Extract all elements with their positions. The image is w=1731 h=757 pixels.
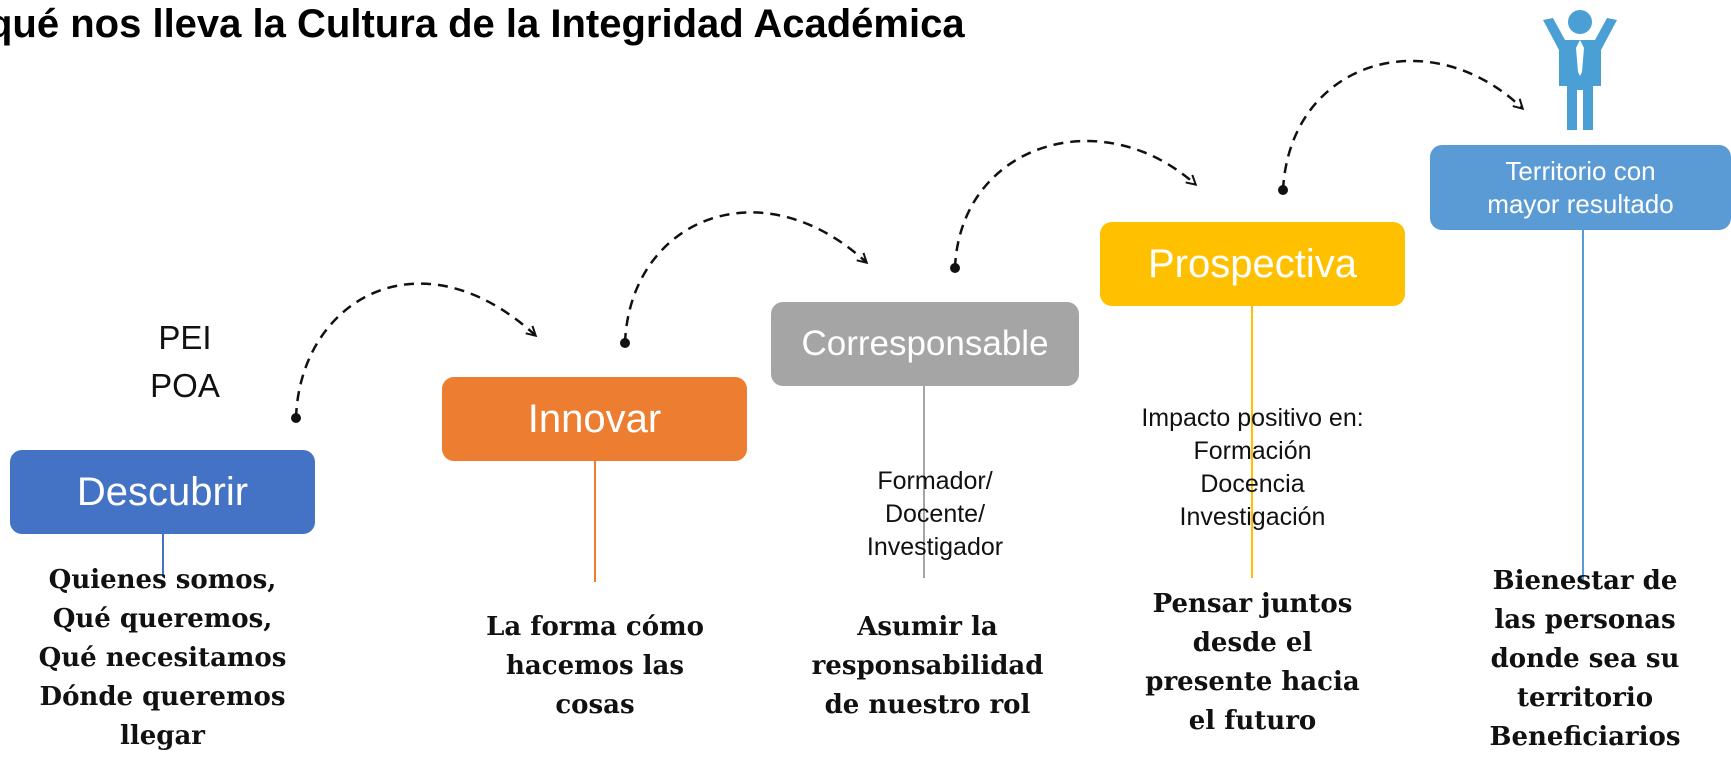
stage-connector-line (162, 532, 164, 577)
stage-box-descubrir: Descubrir (10, 450, 315, 534)
arc-start-dot (291, 413, 301, 423)
stage-description-descubrir: Quienes somos, Qué queremos, Qué necesit… (38, 565, 287, 751)
diagram-title: qué nos lleva la Cultura de la Integrida… (0, 2, 965, 46)
arc-innovar-corresponsable (623, 211, 866, 344)
arc-corresponsable-prospectiva (953, 139, 1195, 269)
pei-poa-label: PEI POA (150, 319, 220, 404)
arc-descubrir-innovar (294, 282, 535, 419)
arc-prospectiva-territorio (1281, 59, 1522, 191)
person-arms-raised-icon (1543, 10, 1617, 130)
arc-start-dot (950, 263, 960, 273)
stage-connector-line (1251, 306, 1253, 578)
stage-description-innovar: La forma cómo hacemos las cosas (486, 612, 704, 720)
stage-connector-line (594, 460, 596, 582)
stage-note-prospectiva: Impacto positivo en: Formación Docencia … (1141, 404, 1364, 531)
stage-connector-line (1582, 230, 1584, 580)
stage-description-corresponsable: Asumir la responsabilidad de nuestro rol (811, 612, 1044, 720)
arc-start-dot (620, 338, 630, 348)
stage-box-prospectiva: Prospectiva (1100, 222, 1405, 306)
stage-box-innovar: Innovar (442, 377, 747, 461)
stage-note-corresponsable: Formador/ Docente/ Investigador (866, 467, 1004, 561)
stage-description-territorio: Bienestar de las personas donde sea su t… (1489, 566, 1681, 752)
stage-connector-line (923, 386, 925, 578)
stage-box-territorio: Territorio con mayor resultado (1430, 145, 1731, 230)
stage-description-prospectiva: Pensar juntos desde el presente hacia el… (1145, 589, 1360, 736)
arc-start-dot (1278, 185, 1288, 195)
stage-box-corresponsable: Corresponsable (771, 302, 1079, 386)
